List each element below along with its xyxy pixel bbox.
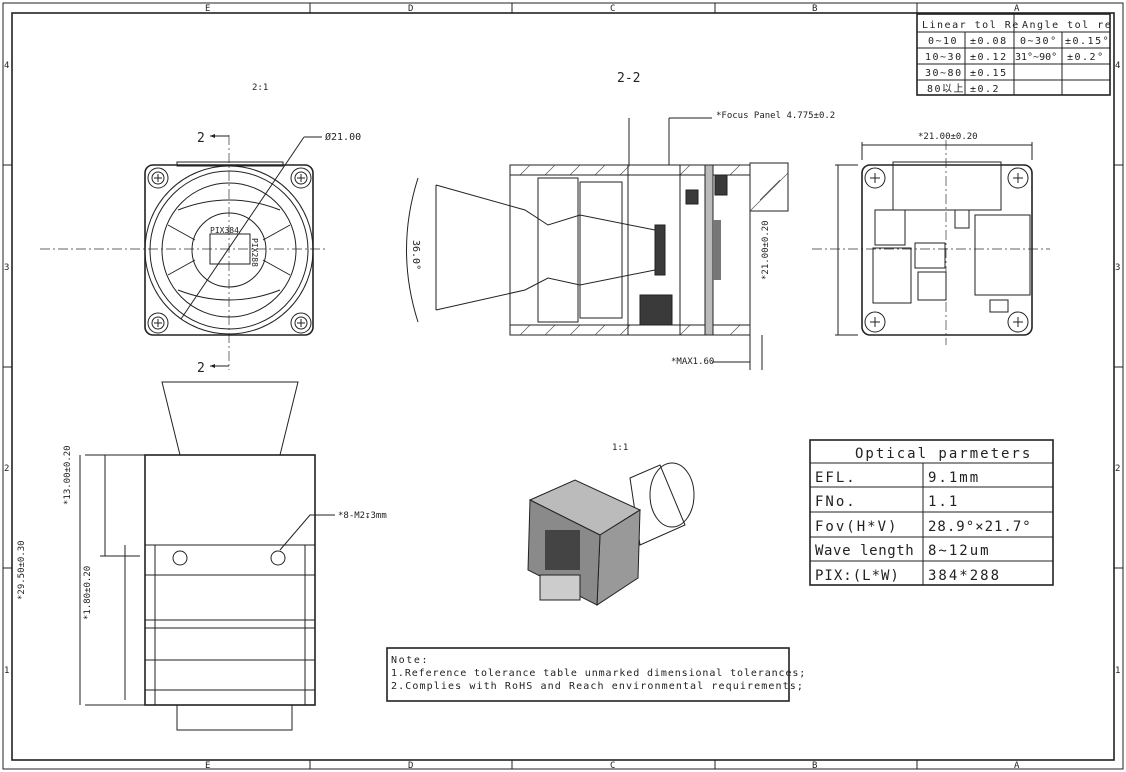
zone-letter: B [812, 4, 817, 14]
isometric-view: 1:1 [527, 443, 695, 606]
table-cell: 80以上 [927, 83, 965, 95]
param-label: FNo. [815, 494, 857, 510]
zone-number: 2 [1115, 464, 1120, 474]
sensor-label-v: PIX288 [250, 238, 259, 267]
zone-number: 3 [1115, 263, 1120, 273]
table-cell: ±0.12 [970, 52, 1008, 63]
param-value: 9.1mm [928, 470, 980, 486]
table-cell: 10~30 [925, 52, 963, 63]
param-label: Fov(H*V) [815, 519, 898, 535]
zone-letter: A [1014, 761, 1020, 771]
height-dim: *21.00±0.20 [761, 220, 771, 280]
note-item: 2.Complies with RoHS and Reach environme… [391, 681, 804, 692]
table-cell: 30~80 [925, 68, 963, 79]
section-marker: 2 [197, 361, 205, 376]
table-cell: 31°~90° [1015, 52, 1057, 63]
param-value: 28.9°×21.7° [928, 519, 1032, 535]
front-view: 2:1 2 2 PIX384 PIX288 Ø21.00 [40, 83, 361, 376]
upper-height-dim: *13.00±0.20 [63, 445, 73, 505]
max-dim: *MAX1.60 [671, 357, 714, 367]
total-height-dim: *29.50±0.30 [17, 540, 27, 600]
sensor-label-h: PIX384 [210, 226, 239, 235]
param-value: 384*288 [928, 568, 1001, 584]
table-cell: ±0.08 [970, 36, 1008, 47]
param-value: 1.1 [928, 494, 959, 510]
view-scale: 1:1 [612, 443, 628, 453]
table-header: Linear tol Re [922, 20, 1020, 31]
zone-letter: D [408, 4, 413, 14]
optical-title: Optical parmeters [855, 446, 1032, 462]
section-title: 2-2 [617, 71, 640, 86]
back-view: *21.00±0.20 *21.00±0.20 [761, 132, 1050, 345]
table-cell: ±0.2 [970, 84, 1000, 95]
param-label: EFL. [815, 470, 857, 486]
zone-number: 4 [4, 61, 9, 71]
zone-letter: A [1014, 4, 1020, 14]
zone-letter: C [610, 761, 615, 771]
fov-angle-dim: 36.0° [410, 240, 421, 270]
section-view: 2-2 36.0° *Focus Panel 4.775±0.2 *MAX1.6… [406, 71, 835, 370]
zone-letter: C [610, 4, 615, 14]
offset-dim: *1.80±0.20 [83, 566, 93, 620]
zone-number: 3 [4, 263, 9, 273]
screw-icon [147, 167, 312, 334]
thread-note: *8-M2↧3mm [338, 511, 387, 521]
optical-parameters-table: Optical parmeters EFL. 9.1mm FNo. 1.1 Fo… [809, 439, 1054, 586]
zone-letter: E [205, 4, 210, 14]
zone-number: 1 [1115, 666, 1120, 676]
zone-number: 4 [1115, 61, 1120, 71]
zone-letter: E [205, 761, 210, 771]
diameter-dim: Ø21.00 [325, 131, 361, 143]
notes-box: Note: 1.Reference tolerance table unmark… [386, 647, 806, 702]
zone-number: 2 [4, 464, 9, 474]
table-header: Angle tol re [1022, 20, 1112, 31]
zone-letter: B [812, 761, 817, 771]
param-label: Wave length [815, 543, 914, 559]
param-value: 8~12um [928, 543, 991, 559]
width-dim: *21.00±0.20 [918, 132, 978, 142]
tolerance-table: Linear tol Re Angle tol re 0~10 ±0.08 0~… [916, 13, 1112, 96]
table-cell: 0~10 [928, 36, 958, 47]
notes-title: Note: [391, 655, 429, 666]
note-item: 1.Reference tolerance table unmarked dim… [391, 668, 806, 679]
focus-panel-dim: *Focus Panel 4.775±0.2 [716, 111, 835, 121]
side-view: *29.50±0.30 *13.00±0.20 *1.80±0.20 *8-M2… [17, 381, 387, 731]
table-cell: 0~30° [1020, 36, 1058, 47]
param-label: PIX:(L*W) [815, 568, 900, 584]
table-cell: ±0.15° [1065, 36, 1110, 47]
table-cell: ±0.15 [970, 68, 1008, 79]
screw-icon [864, 167, 1029, 333]
zone-number: 1 [4, 666, 9, 676]
table-cell: ±0.2° [1067, 52, 1105, 63]
zone-letter: D [408, 761, 413, 771]
view-scale: 2:1 [252, 83, 268, 93]
section-marker: 2 [197, 131, 205, 146]
